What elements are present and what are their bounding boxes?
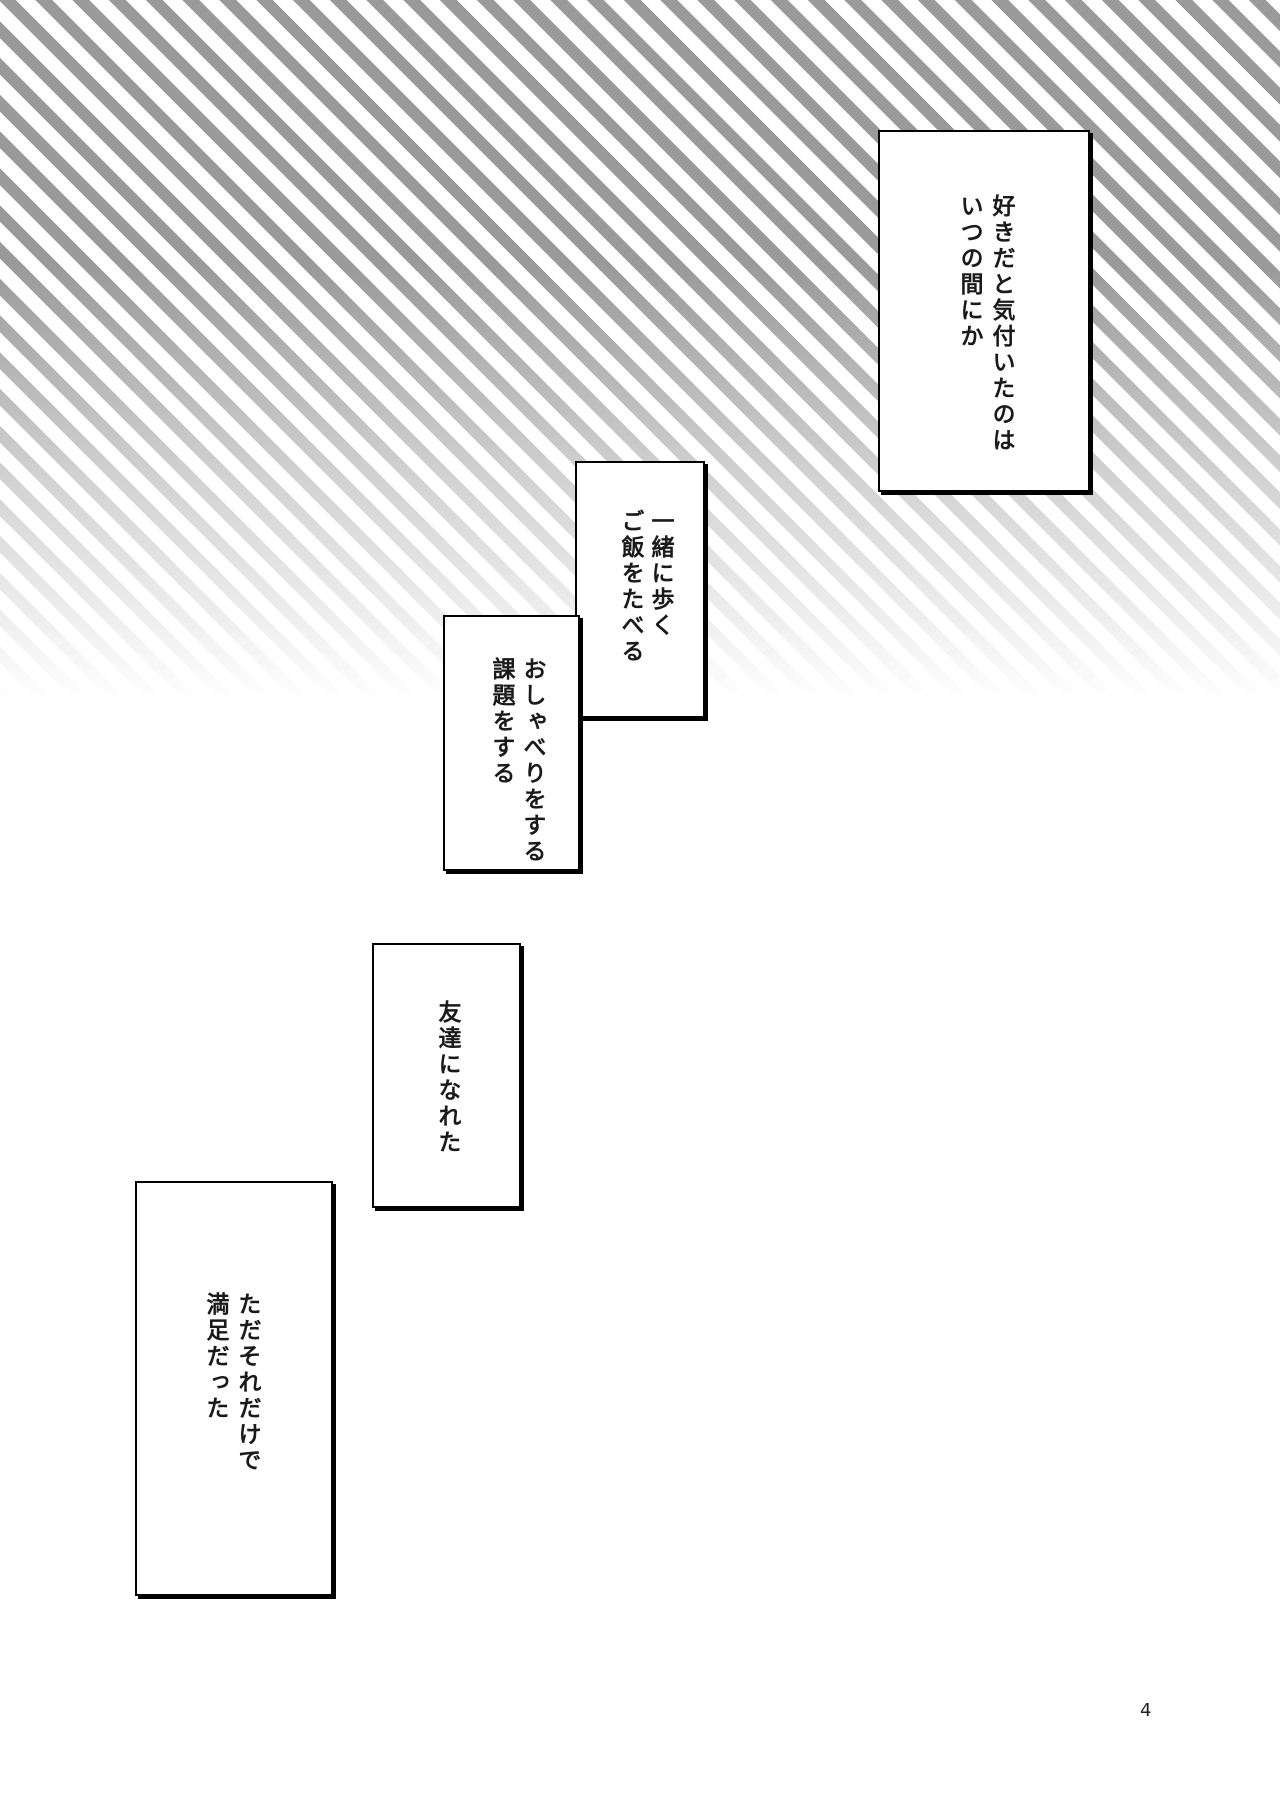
caption-line: 好きだと気付いたのは: [988, 194, 1015, 454]
caption-line: おしゃべりをする: [519, 657, 546, 865]
caption-line: ご飯をたべる: [617, 509, 644, 665]
caption-line: ただそれだけで: [234, 1292, 261, 1474]
caption-box-5: ただそれだけで 満足だった: [135, 1181, 333, 1596]
caption-box-3: おしゃべりをする 課題をする: [443, 615, 580, 871]
caption-box-1: 好きだと気付いたのは いつの間にか: [878, 130, 1090, 492]
caption-line: 友達になれた: [434, 1000, 461, 1156]
caption-box-4: 友達になれた: [372, 943, 521, 1208]
caption-box-2: 一緒に歩く ご飯をたべる: [575, 461, 705, 718]
caption-line: 課題をする: [488, 657, 515, 787]
caption-line: 一緒に歩く: [647, 509, 674, 639]
page-number: 4: [1140, 1700, 1152, 1721]
caption-line: いつの間にか: [956, 194, 983, 350]
caption-line: 満足だった: [202, 1292, 229, 1422]
